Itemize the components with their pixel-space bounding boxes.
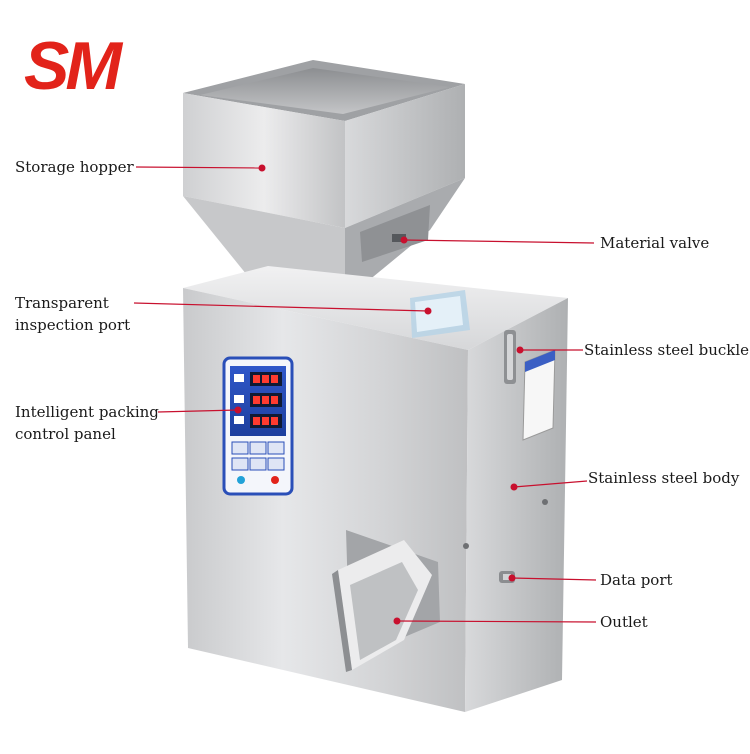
dot-buckle	[516, 346, 524, 354]
control-panel	[222, 356, 294, 496]
label-inspection-port: Transparent inspection port	[15, 294, 131, 334]
dot-inspection-port	[424, 307, 432, 315]
dot-outlet	[393, 617, 401, 625]
machine-top	[183, 266, 568, 350]
callout-body	[513, 480, 588, 488]
screw	[542, 499, 548, 505]
label-outlet: Outlet	[600, 613, 648, 631]
screw	[463, 543, 469, 549]
callout-inspection-port	[133, 302, 429, 312]
label-data-port: Data port	[600, 571, 673, 589]
callout-control-panel	[157, 409, 239, 413]
callout-storage-hopper	[135, 166, 263, 169]
callout-lines	[133, 166, 597, 623]
callout-dots	[234, 164, 524, 625]
stainless-steel-buckle	[504, 330, 516, 384]
side-sticker	[522, 349, 556, 441]
dot-storage-hopper	[258, 164, 266, 172]
dot-body	[510, 483, 518, 491]
callout-data-port	[511, 577, 597, 581]
label-buckle: Stainless steel buckle	[584, 341, 750, 359]
brand-logo: SM	[24, 28, 122, 104]
dot-data-port	[508, 574, 516, 582]
label-storage-hopper: Storage hopper	[15, 158, 134, 176]
label-control-panel: Intelligent packing control panel	[15, 403, 159, 443]
outlet	[332, 530, 440, 672]
dot-material-valve	[400, 236, 408, 244]
dot-control-panel	[234, 406, 242, 414]
callout-outlet	[396, 620, 597, 623]
label-material-valve: Material valve	[600, 234, 710, 252]
machine-front	[183, 288, 468, 712]
callout-material-valve	[403, 239, 595, 244]
label-body: Stainless steel body	[588, 469, 740, 487]
storage-hopper	[183, 60, 465, 300]
